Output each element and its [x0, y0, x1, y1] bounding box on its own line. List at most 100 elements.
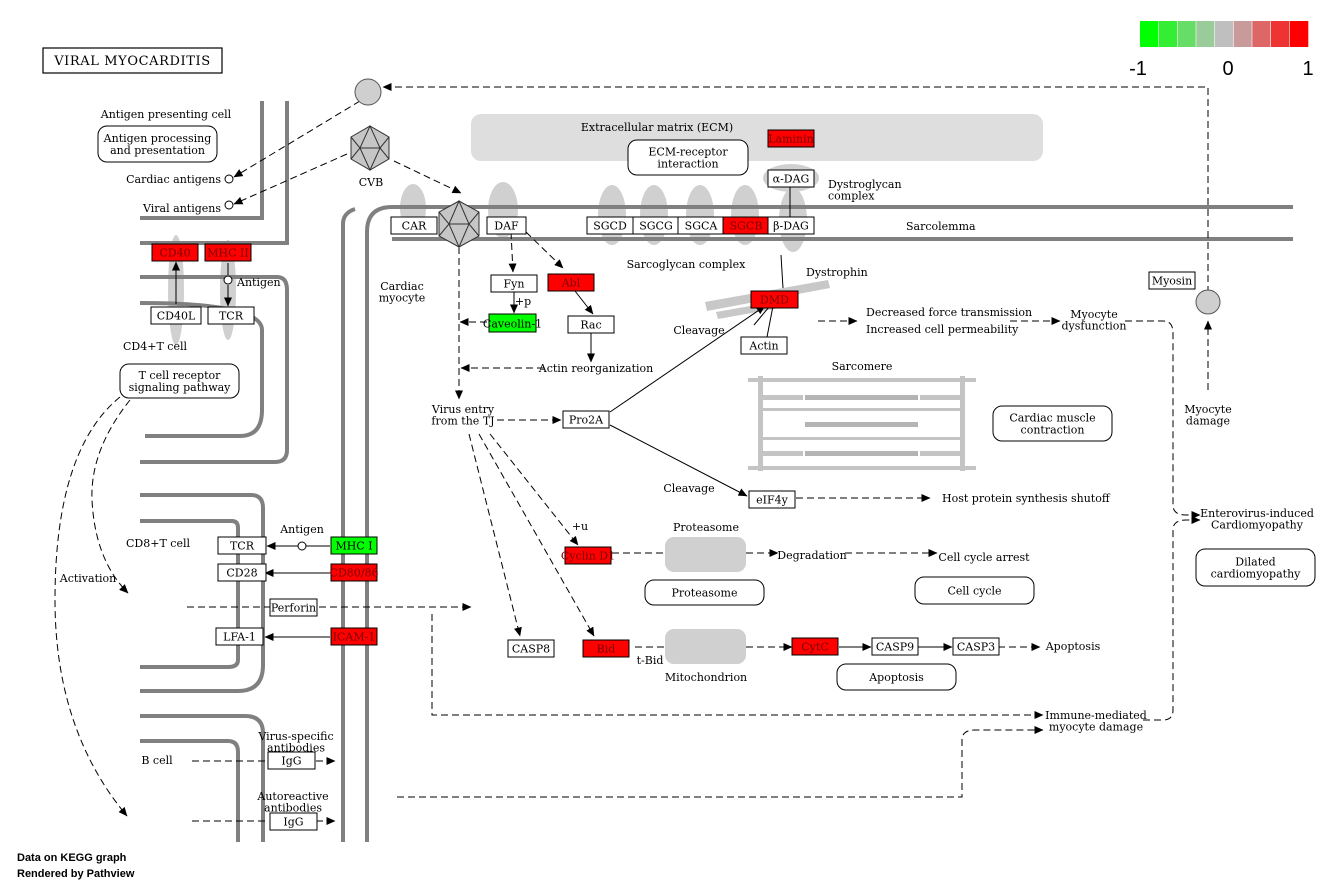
gene-node-car[interactable]: CAR: [390, 216, 438, 235]
gene-box[interactable]: [330, 536, 378, 555]
pathway-link-box[interactable]: [1195, 548, 1316, 587]
gene-box[interactable]: [562, 410, 610, 429]
label-text: CVB: [359, 176, 383, 189]
pathway-link-box[interactable]: [914, 576, 1035, 605]
label-text: +p: [515, 295, 531, 308]
gene-node-casp3[interactable]: CASP3: [952, 637, 1000, 656]
gene-box[interactable]: [204, 243, 252, 262]
gene-node-sgcb[interactable]: SGCB: [722, 216, 770, 235]
label-actin-reorg: Actin reorganization: [538, 362, 653, 375]
gene-box[interactable]: [217, 536, 267, 555]
pathway-link-cell-cycle[interactable]: Cell cycle: [914, 576, 1035, 605]
mitochondrion-shape: [665, 629, 746, 664]
pathway-link-box[interactable]: [992, 405, 1113, 442]
pathway-link-label: Cardiac muscle: [1009, 412, 1095, 425]
gene-node-casp8[interactable]: CASP8: [507, 639, 555, 658]
gene-node-casp9[interactable]: CASP9: [871, 637, 919, 656]
gene-box[interactable]: [507, 639, 555, 658]
gene-label: SGCB: [730, 220, 763, 233]
gene-node-caveolin[interactable]: Caveolin-1: [483, 313, 542, 333]
gene-node-bdag[interactable]: β-DAG: [767, 216, 815, 235]
gene-node-cyclind1[interactable]: Cyclin D1: [561, 546, 615, 565]
gene-node-adag[interactable]: α-DAG: [767, 169, 815, 188]
gene-node-igg2[interactable]: IgG: [269, 812, 318, 831]
gene-box[interactable]: [767, 169, 815, 188]
gene-node-abl[interactable]: Abl: [547, 273, 595, 292]
gene-node-tcr2[interactable]: TCR: [217, 536, 267, 555]
gene-node-bid[interactable]: Bid: [582, 639, 630, 658]
pathway-link-box[interactable]: [836, 663, 957, 691]
gene-box[interactable]: [547, 273, 595, 292]
pathway-link-box[interactable]: [627, 139, 749, 176]
pathway-link-apoptosis[interactable]: Apoptosis: [836, 663, 957, 691]
gene-node-icam1[interactable]: ICAM-1: [330, 627, 378, 646]
gene-box[interactable]: [217, 563, 267, 582]
gene-box[interactable]: [151, 243, 199, 262]
gene-box[interactable]: [488, 313, 537, 333]
gene-box[interactable]: [871, 637, 919, 656]
gene-node-cd40[interactable]: CD40: [151, 243, 199, 262]
pathway-link-box[interactable]: [119, 363, 240, 399]
pathway-link-box[interactable]: [97, 125, 218, 163]
gene-box[interactable]: [267, 751, 316, 770]
gene-node-pro2a[interactable]: Pro2A: [562, 410, 610, 429]
gene-box[interactable]: [748, 490, 796, 509]
gene-node-mhc2[interactable]: MHC II: [204, 243, 252, 262]
gene-box[interactable]: [567, 315, 615, 334]
gene-node-cytc[interactable]: CytC: [791, 637, 839, 656]
gene-node-dmd[interactable]: DMD: [750, 290, 799, 309]
gene-box[interactable]: [215, 627, 264, 646]
gene-box[interactable]: [486, 216, 527, 235]
gene-box[interactable]: [767, 216, 815, 235]
gene-box[interactable]: [740, 336, 788, 355]
gene-box[interactable]: [269, 598, 318, 617]
gene-node-sgcg[interactable]: SGCG: [632, 216, 680, 235]
gene-box[interactable]: [269, 812, 318, 831]
gene-node-cd28[interactable]: CD28: [217, 563, 267, 582]
gene-node-sgcd[interactable]: SGCD: [586, 216, 634, 235]
gene-node-eif4y[interactable]: eIF4y: [748, 490, 796, 509]
gene-node-myosin[interactable]: Myosin: [1148, 271, 1196, 290]
gene-box[interactable]: [390, 216, 438, 235]
gene-box[interactable]: [207, 306, 255, 325]
gene-node-rac[interactable]: Rac: [567, 315, 615, 334]
gene-node-mhc1[interactable]: MHC I: [330, 536, 378, 555]
gene-box[interactable]: [1148, 271, 1196, 290]
gene-node-sgca[interactable]: SGCA: [677, 216, 725, 235]
pathway-link-box[interactable]: [644, 579, 765, 606]
gene-box[interactable]: [564, 546, 612, 565]
gene-box[interactable]: [767, 129, 815, 148]
gene-box[interactable]: [490, 274, 538, 293]
pathway-link-proteasome[interactable]: Proteasome: [644, 579, 765, 606]
compound-node-myosin[interactable]: [1195, 289, 1221, 315]
gene-node-laminin[interactable]: Laminin: [767, 129, 815, 148]
gene-node-actin[interactable]: Actin: [740, 336, 788, 355]
gene-node-tcr1[interactable]: TCR: [207, 306, 255, 325]
pathway-link-label: and presentation: [110, 144, 205, 157]
gene-node-cd40l[interactable]: CD40L: [150, 306, 202, 325]
gene-node-perforin[interactable]: Perforin: [269, 598, 318, 617]
gene-node-fyn[interactable]: Fyn: [490, 274, 538, 293]
gene-box[interactable]: [952, 637, 1000, 656]
compound-node-top[interactable]: [354, 78, 382, 106]
label-text: Sarcoglycan complex: [627, 258, 746, 271]
gene-node-cd8086[interactable]: CD80/86: [330, 563, 379, 582]
gene-box[interactable]: [791, 637, 839, 656]
gene-node-daf[interactable]: DAF: [486, 216, 527, 235]
gene-box[interactable]: [330, 563, 378, 582]
gene-node-lfa1[interactable]: LFA-1: [215, 627, 264, 646]
gene-box[interactable]: [150, 306, 202, 325]
gene-box[interactable]: [582, 639, 630, 658]
gene-node-igg1[interactable]: IgG: [267, 751, 316, 770]
gene-box[interactable]: [330, 627, 378, 646]
gene-label: CASP3: [957, 641, 995, 654]
label-dystrophin: Dystrophin: [806, 266, 868, 279]
gene-box[interactable]: [750, 290, 799, 309]
